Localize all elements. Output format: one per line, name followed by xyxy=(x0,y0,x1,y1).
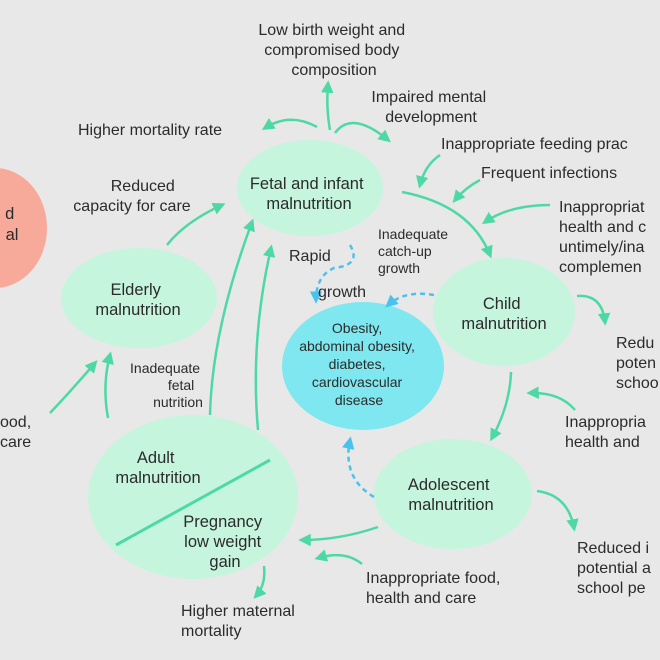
obesity-node xyxy=(282,302,444,430)
arrow-left-to-elderly xyxy=(49,360,98,414)
inappropriate-right-mid-label: Inappropria health and xyxy=(565,414,650,451)
dashed-arrows xyxy=(309,244,435,499)
growth-label: growth xyxy=(318,284,366,301)
left-partial-node xyxy=(0,168,47,288)
arrow-fetal-to-impaired xyxy=(333,121,391,143)
adult-node xyxy=(88,415,298,579)
arrow-adult-to-fetal-2 xyxy=(208,218,255,416)
arrow-adolescent-to-adult xyxy=(298,525,379,547)
fetal-node-text: Fetal and infant malnutrition xyxy=(250,175,368,213)
elderly-node-text: Elderly malnutrition xyxy=(95,281,180,319)
adult-divider xyxy=(115,458,271,547)
inappropriate-bottom-label: Inappropriate food, health and care xyxy=(366,570,505,607)
arrow-adult-to-elderly xyxy=(101,351,114,419)
adult-node-text: Adult malnutrition xyxy=(115,449,200,487)
frequent-infections-label: Frequent infections xyxy=(481,165,617,182)
higher-maternal-label: Higher maternal mortality xyxy=(181,603,299,640)
arrow-right-to-adolescent xyxy=(526,386,576,411)
arrow-elderly-to-fetal xyxy=(166,202,226,246)
arrow-fetal-to-lowbirth xyxy=(321,80,334,131)
impaired-mental-label: Impaired mental development xyxy=(371,89,490,126)
reduced-bottom-right-label: Reduced i potential a school pe xyxy=(577,540,655,597)
arrow-fetal-to-mortality xyxy=(261,118,318,131)
left-food-label: ood, care xyxy=(0,414,36,451)
reduced-capacity-label: Reduced capacity for care xyxy=(73,178,190,215)
arrow-child-to-reduced xyxy=(576,294,611,326)
arrow-right-to-child xyxy=(481,203,551,225)
rapid-label: Rapid xyxy=(289,248,331,265)
arrow-adult-to-fetal xyxy=(254,244,276,431)
arrow-adult-to-maternal xyxy=(253,565,267,599)
arrow-child-to-adolescent xyxy=(490,371,513,442)
inappropriate-feeding-label: Inappropriate feeding prac xyxy=(441,136,628,153)
dashed-child-to-obesity xyxy=(385,292,435,308)
inadequate-catch-up-label: Inadequate catch-up growth xyxy=(378,226,452,276)
low-birth-weight-label: Low birth weight and compromised body co… xyxy=(258,22,409,79)
child-node-text: Child malnutrition xyxy=(461,295,546,333)
inappropriate-right-top-label: Inappropriat health and c untimely/ina c… xyxy=(559,199,651,276)
fetal-node xyxy=(237,140,383,236)
reduced-right-label: Redu poten schoo xyxy=(616,335,660,392)
child-node xyxy=(433,258,575,366)
adolescent-node xyxy=(374,439,532,549)
arrow-bottom-to-adult xyxy=(314,549,363,565)
dashed-adolescent-to-obesity xyxy=(342,436,375,499)
pregnancy-node-text: Pregnancy low weight gain xyxy=(183,513,266,571)
arrow-feeding-to-fetal xyxy=(416,153,441,189)
adolescent-node-text: Adolescent malnutrition xyxy=(408,476,494,514)
elderly-node xyxy=(61,248,217,348)
obesity-node-text: Obesity, abdominal obesity, diabetes, ca… xyxy=(299,320,419,408)
dashed-growth-to-obesity xyxy=(309,244,355,304)
higher-mortality-label: Higher mortality rate xyxy=(78,122,222,139)
inadequate-fetal-label: Inadequate fetal nutrition xyxy=(130,360,204,410)
flow-arrows xyxy=(49,80,611,599)
arrow-adolescent-to-reduced xyxy=(536,489,579,532)
arrow-fetal-to-child xyxy=(401,190,493,259)
left-partial-node-text: d al xyxy=(5,205,19,244)
arrow-infections-to-fetal xyxy=(452,178,481,203)
